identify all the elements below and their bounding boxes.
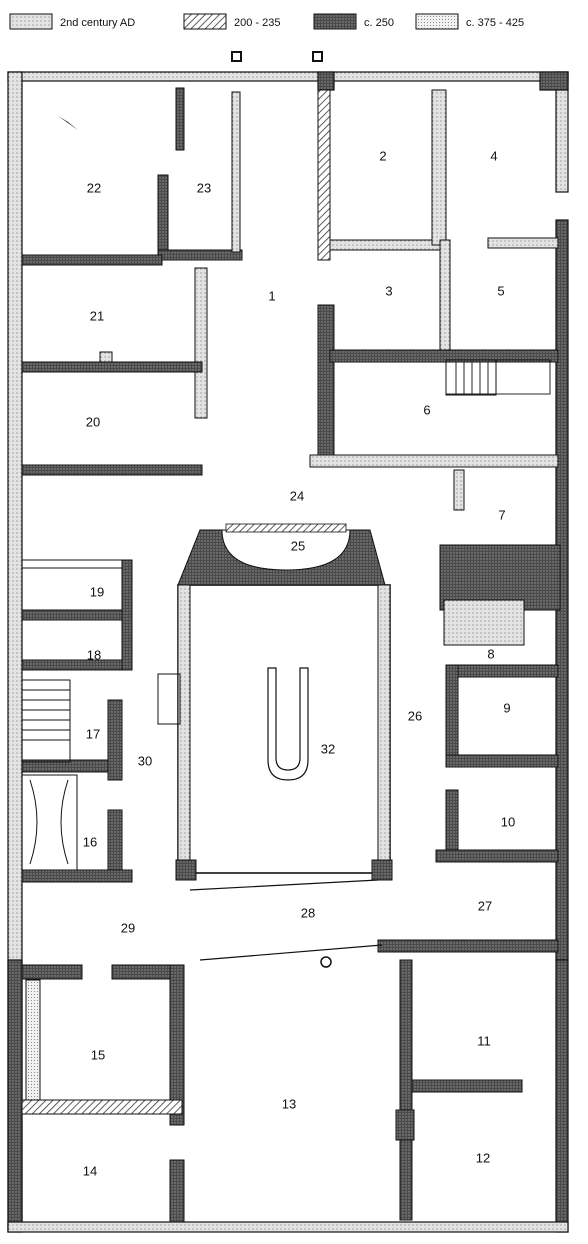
room-label: 23 [197,181,211,196]
fountain [267,667,309,781]
room-label: 5 [497,284,504,299]
room-label: 20 [86,415,100,430]
stairs [157,673,181,725]
room-label: 7 [498,508,505,523]
room-label: 1 [268,289,275,304]
legend-item-c-250: c. 250 [313,13,394,30]
room-label: 27 [478,899,492,914]
legend: 2nd century AD 200 - 235 c. 250 c. 375 -… [9,13,524,30]
legend-item-2nd-century: 2nd century AD [9,13,135,30]
legend-swatch-dark [313,13,357,30]
courtyard [157,584,393,881]
room-label: 14 [83,1164,97,1179]
room-label: 3 [385,284,392,299]
room-label: 13 [282,1097,296,1112]
room-label: 26 [408,709,422,724]
wall-line [199,944,383,961]
legend-label: 200 - 235 [234,17,280,29]
room-label: 2 [379,149,386,164]
room-label: 28 [301,906,315,921]
pillar-circle [320,956,332,968]
room-label: 8 [487,647,494,662]
room-label: 16 [83,835,97,850]
north-arrow-icon [58,116,78,130]
room-label: 21 [90,309,104,324]
room-label: 6 [423,403,430,418]
nymphaeum [177,523,386,586]
room-label: 15 [91,1048,105,1063]
room-label: 32 [321,742,335,757]
outer-walls [7,71,569,1233]
wall-line [189,879,379,891]
room-label: 25 [291,539,305,554]
stairwell-room-6 [445,359,551,395]
room-label: 29 [121,921,135,936]
legend-label: 2nd century AD [60,17,135,29]
legend-swatch-fine-dots [415,13,459,30]
legend-swatch-light-dots [9,13,53,30]
legend-label: c. 250 [364,17,394,29]
room-label: 18 [87,648,101,663]
room-labels: 1 2 3 4 5 6 7 8 9 10 11 12 13 14 15 16 1… [83,149,515,1179]
room-label: 11 [477,1034,491,1049]
room-label: 4 [490,149,497,164]
room-label: 30 [138,754,152,769]
stairwell [21,679,78,871]
room-label: 10 [501,815,515,830]
legend-item-200-235: 200 - 235 [183,13,280,30]
room-label: 9 [503,701,510,716]
room-label: 24 [290,489,304,504]
legend-item-c-375-425: c. 375 - 425 [415,13,524,30]
pillar-square [312,51,323,62]
room-label: 22 [87,181,101,196]
room-label: 17 [86,727,100,742]
pillar-square [231,51,242,62]
room-label: 19 [90,585,104,600]
room-label: 12 [476,1151,490,1166]
legend-swatch-hatch [183,13,227,30]
legend-label: c. 375 - 425 [466,17,524,29]
interior-walls [21,87,561,1223]
